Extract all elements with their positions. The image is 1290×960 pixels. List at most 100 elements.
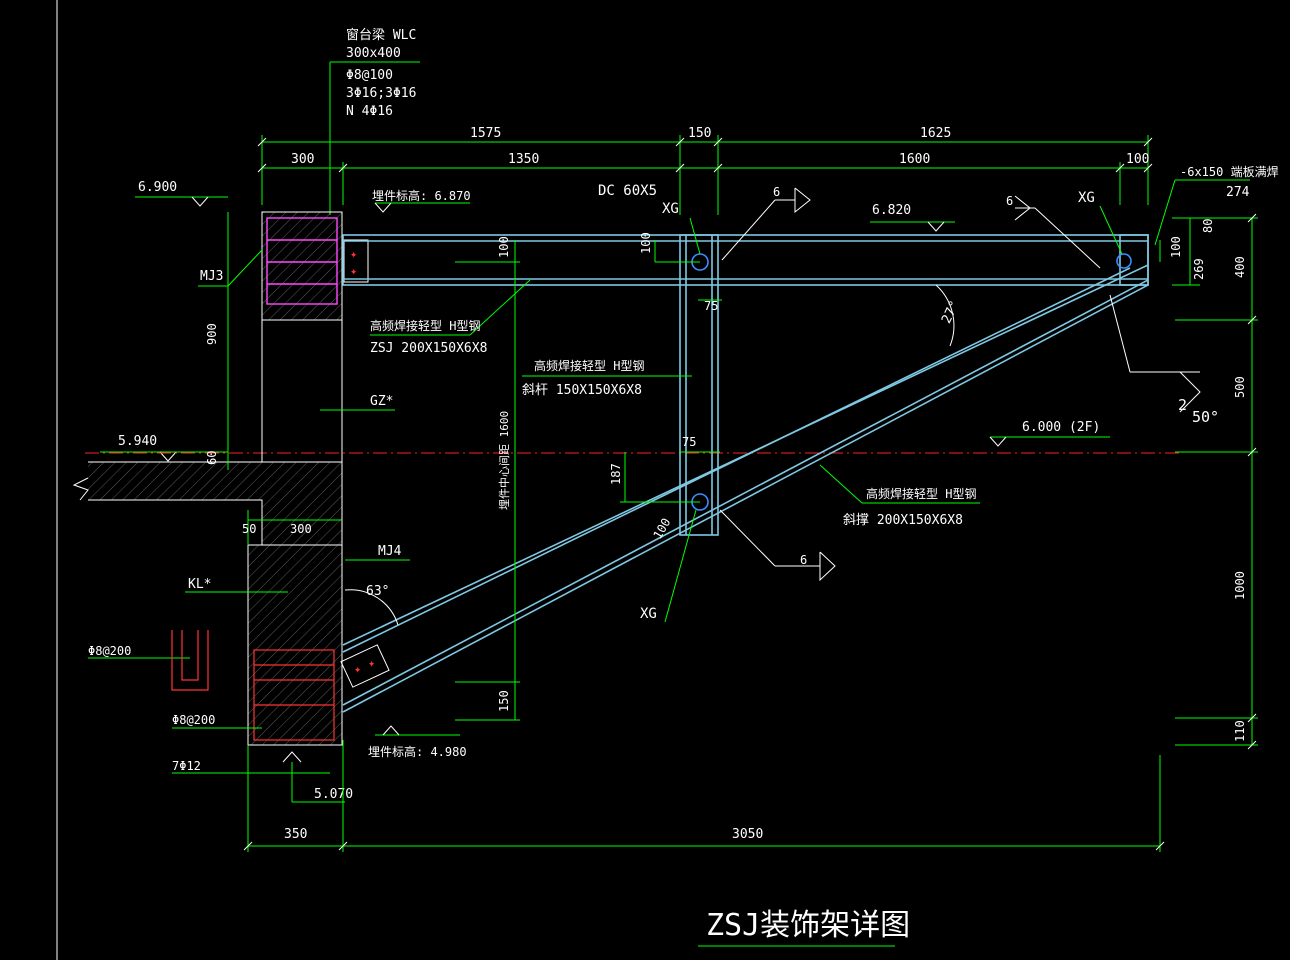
dim-second-1600: 1600 [899, 152, 930, 167]
dim-second-100: 100 [1126, 152, 1149, 167]
label-xg-top: XG [662, 201, 679, 217]
weld-symbol-50 [1109, 294, 1201, 413]
anchor-mark-2: ✦ [350, 264, 357, 278]
angle-63: 63° [366, 584, 389, 599]
rebar-7phi12: 7Φ12 [172, 759, 201, 773]
post-member-title: 高频焊接轻型 H型钢 [534, 358, 644, 373]
weld-6-right: 6 [1006, 194, 1013, 208]
vertical-h-post [679, 234, 719, 536]
drawing-title: ZSJ装饰架详图 [706, 908, 910, 943]
brace-member-spec: 斜撑 200X150X6X8 [843, 513, 963, 528]
top-h-beam [342, 234, 1149, 286]
beam-label-leader [329, 61, 420, 215]
level-6000-mark [989, 436, 1110, 447]
dim-100-c: 100 [497, 236, 511, 258]
zsj-member-title: 高频焊接轻型 H型钢 [370, 318, 480, 333]
weld-symbol-upper [721, 187, 811, 261]
level-6870-mark [374, 202, 470, 213]
stirrup-detail [171, 630, 209, 691]
level-5070: 5.070 [314, 787, 353, 802]
xg-top-leader [689, 217, 701, 255]
embedded-plate-mj4 [340, 644, 390, 688]
angle-27: 27° [939, 298, 963, 326]
weld-symbol-right [1014, 195, 1101, 269]
dim-300-slab: 300 [290, 522, 312, 536]
label-dc: DC 60X5 [598, 183, 657, 199]
frame-beam-kl [247, 544, 343, 746]
dim-right-110: 110 [1233, 720, 1247, 742]
end-plate-dim: 274 [1226, 185, 1250, 200]
level-4980: 埋件标高: 4.980 [368, 744, 467, 759]
beam-label-line1: 窗台梁 WLC [346, 27, 416, 43]
dim-900: 900 [205, 323, 219, 345]
beam-label-line2: 300x400 [346, 46, 401, 61]
zsj-member-spec: ZSJ 200X150X6X8 [370, 341, 487, 356]
break-symbol [72, 477, 89, 501]
top-dimension-chain [257, 135, 1153, 215]
right-dimension-chain [1175, 213, 1258, 750]
level-5940: 5.940 [118, 434, 157, 449]
beam-rebar-upper [266, 217, 338, 305]
beam-label-line4: 3Φ16;3Φ16 [346, 86, 416, 101]
label-mj4: MJ4 [378, 544, 402, 559]
angle-arc-63 [344, 589, 399, 626]
dim-top-1575: 1575 [470, 126, 501, 141]
label-xg-bottom: XG [640, 606, 657, 622]
dim-top-150: 150 [688, 126, 711, 141]
level-5940-mark [100, 451, 228, 462]
dim-80: 80 [1201, 219, 1215, 233]
level-6900-mark [135, 196, 228, 207]
dim-bottom-350: 350 [284, 827, 307, 842]
window-sill-beam [261, 211, 343, 321]
angle-50: 50° [1192, 408, 1219, 426]
rebar-phi8-200-a: Φ8@200 [88, 644, 131, 658]
diagonal-brace-inner [342, 267, 1149, 706]
anchor-mark-3: ✦ [354, 662, 361, 676]
level-6820-mark [870, 221, 955, 232]
dim-269: 269 [1192, 258, 1206, 280]
weld-6-upper: 6 [773, 185, 780, 199]
level-6900: 6.900 [138, 180, 177, 195]
label-gz: GZ* [370, 394, 393, 409]
dim-right-400: 400 [1233, 256, 1247, 278]
dim-second-300: 300 [291, 152, 314, 167]
dim-100-b: 100 [650, 516, 673, 542]
weld-6-lower: 6 [800, 553, 807, 567]
dim-right-500: 500 [1233, 376, 1247, 398]
anchor-mark-1: ✦ [350, 247, 357, 261]
level-6000: 6.000 (2F) [1022, 420, 1100, 435]
dim-bottom-3050: 3050 [732, 827, 763, 842]
level-6870: 埋件标高: 6.870 [372, 188, 471, 203]
level-6820: 6.820 [872, 203, 911, 218]
weld-symbol-lower [719, 509, 836, 582]
rebar-phi8-200-b: Φ8@200 [172, 713, 215, 727]
anchor-mark-4: ✦ [368, 656, 375, 670]
end-plate-right [1119, 234, 1149, 286]
dim-75-b: 75 [682, 435, 696, 449]
post-member-spec: 斜杆 150X150X6X8 [522, 383, 642, 398]
dim-top-1625: 1625 [920, 126, 951, 141]
beam-label-line3: Φ8@100 [346, 68, 393, 83]
dim-right-1000: 1000 [1233, 571, 1247, 600]
dim-100-right: 100 [1169, 236, 1183, 258]
bottom-dimension-chain [243, 740, 1165, 852]
level-4980-mark [375, 725, 460, 736]
xg-right-leader [1099, 205, 1123, 255]
dim-187: 187 [609, 463, 623, 485]
weld-2: 2 [1178, 396, 1187, 414]
label-xg-right: XG [1078, 190, 1095, 206]
dim-1600-embed: 埋件中心间距 1600 [498, 411, 511, 510]
beam-label-line5: N 4Φ16 [346, 104, 393, 119]
pin-xg-right [1116, 253, 1132, 269]
angle-arc-27 [935, 284, 955, 347]
dim-50: 50 [242, 522, 256, 536]
inner-dim-lines [227, 212, 1200, 721]
label-mj3: MJ3 [200, 269, 223, 284]
dim-second-1350: 1350 [508, 152, 539, 167]
brace-member-title: 高频焊接轻型 H型钢 [866, 486, 976, 501]
xg-bottom-leader [664, 509, 697, 623]
embedded-plate-mj3 [343, 239, 369, 283]
dim-100-a: 100 [639, 232, 653, 254]
label-kl: KL* [188, 577, 211, 592]
